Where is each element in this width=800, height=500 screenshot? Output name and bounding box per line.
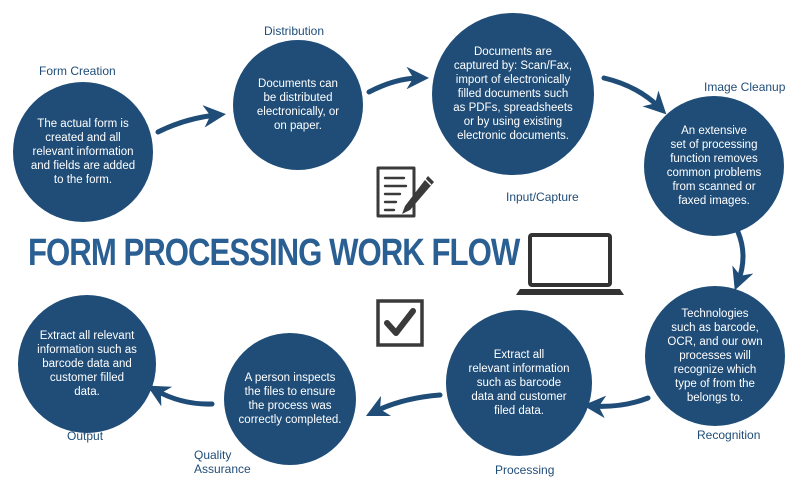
step-label-image-cleanup: Image Cleanup [704, 80, 786, 94]
diagram-title: FORM PROCESSING WORK FLOW [28, 232, 520, 274]
step-label-output: Output [67, 429, 104, 443]
step-circle-input-capture: Documents are captured by: Scan/Fax, imp… [432, 13, 594, 175]
step-text-input-capture: Documents are captured by: Scan/Fax, imp… [453, 46, 573, 142]
arrow-recognition-to-processing [583, 395, 651, 419]
arrow-distribution-to-input-capture [366, 66, 429, 95]
arrow-processing-to-quality-assurance [365, 392, 443, 417]
step-circle-recognition: Technologies such as barcode, OCR, and o… [645, 286, 785, 426]
step-circle-quality-assurance: A person inspects the files to ensure th… [224, 333, 356, 465]
step-text-form-creation: The actual form is created and all relev… [30, 118, 136, 186]
step-text-quality-assurance: A person inspects the files to ensure th… [238, 372, 342, 426]
step-text-output: Extract all relevant information such as… [37, 330, 137, 398]
step-text-processing: Extract all relevant information such as… [468, 349, 570, 417]
step-label-recognition: Recognition [697, 428, 761, 442]
checkbox-check-icon [376, 299, 424, 347]
arrow-form-creation-to-distribution [155, 105, 226, 135]
step-label-form-creation: Form Creation [39, 64, 116, 78]
step-text-recognition: Technologies such as barcode, OCR, and o… [667, 308, 763, 404]
step-label-quality-assurance: Quality Assurance [194, 448, 251, 476]
step-label-input-capture: Input/Capture [506, 190, 579, 204]
step-text-distribution: Documents can be distributed electronica… [256, 78, 340, 132]
arrow-image-cleanup-to-recognition [732, 229, 754, 291]
step-circle-image-cleanup: An extensive set of processing function … [644, 96, 784, 236]
step-label-processing: Processing [495, 463, 555, 477]
step-text-image-cleanup: An extensive set of processing function … [666, 125, 762, 207]
step-label-distribution: Distribution [264, 24, 325, 38]
document-pen-icon [376, 166, 434, 218]
step-circle-processing: Extract all relevant information such as… [446, 310, 592, 456]
step-circle-output: Extract all relevant information such as… [18, 295, 156, 433]
arrow-quality-assurance-to-output [147, 385, 215, 407]
arrow-input-capture-to-image-cleanup [601, 75, 667, 115]
step-circle-distribution: Documents can be distributed electronica… [233, 40, 363, 170]
step-circle-form-creation: The actual form is created and all relev… [13, 82, 153, 222]
laptop-icon [516, 233, 624, 295]
